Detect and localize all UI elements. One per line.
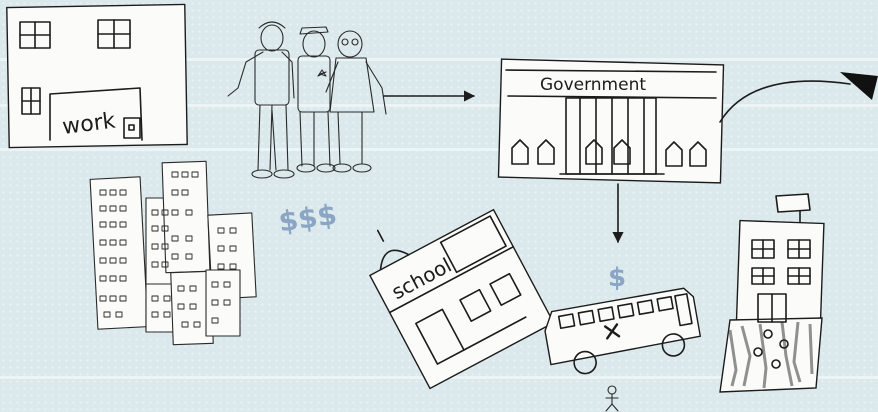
work-building-icon: work: [6, 3, 188, 149]
money-label-small: $: [608, 263, 626, 293]
school-bus-icon: [544, 287, 702, 375]
school-tower-icon: [719, 193, 825, 393]
arrow-icon: [719, 80, 851, 123]
child-figure-icon: [605, 385, 619, 412]
workers-group-icon: $$$: [227, 21, 387, 239]
school-building-icon: school: [368, 208, 555, 390]
government-label: Government: [540, 75, 646, 95]
background-stripe: [0, 58, 878, 61]
background-stripe: [0, 104, 878, 107]
money-label-large: $$$: [276, 198, 338, 239]
government-building-icon: Government: [497, 58, 725, 184]
city-skyline-icon: [89, 160, 257, 346]
arrowhead-icon: [840, 72, 878, 100]
background-stripe: [0, 148, 878, 151]
